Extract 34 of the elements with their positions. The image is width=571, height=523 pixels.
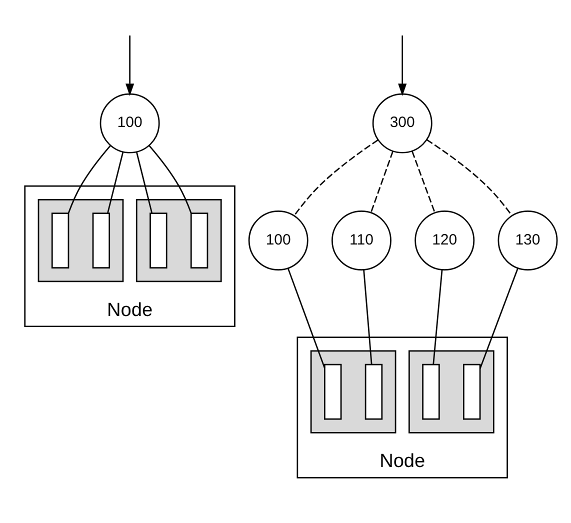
node-circle: 100 — [100, 93, 160, 154]
arrow — [398, 36, 407, 96]
connector — [148, 145, 192, 214]
cluster: Node — [24, 185, 236, 328]
connector — [412, 151, 436, 213]
node-bar — [324, 364, 342, 420]
connector — [370, 151, 394, 213]
cluster — [310, 350, 396, 434]
connector — [426, 139, 513, 216]
node-bar — [190, 212, 208, 268]
cluster: Node — [296, 336, 508, 478]
node-circle: 130 — [498, 210, 558, 270]
cluster — [38, 198, 124, 282]
cluster — [136, 198, 222, 282]
connector — [136, 152, 153, 214]
node-circle: 110 — [332, 210, 392, 270]
connector — [432, 270, 443, 364]
node-circle: 120 — [414, 210, 475, 270]
connector — [68, 145, 111, 214]
connector — [287, 268, 326, 368]
node-bar — [463, 364, 481, 420]
cluster — [408, 350, 494, 434]
node-circle: 300 — [372, 93, 432, 154]
node-bar — [92, 212, 110, 268]
connector — [480, 268, 518, 369]
arrow — [126, 36, 134, 96]
connector — [107, 152, 124, 214]
node-bar — [364, 364, 383, 420]
node-bar — [150, 212, 168, 268]
connector — [363, 270, 372, 364]
node-bar — [51, 212, 70, 268]
node-circle: 100 — [248, 210, 308, 270]
node-bar — [422, 364, 440, 420]
connector — [294, 139, 378, 216]
